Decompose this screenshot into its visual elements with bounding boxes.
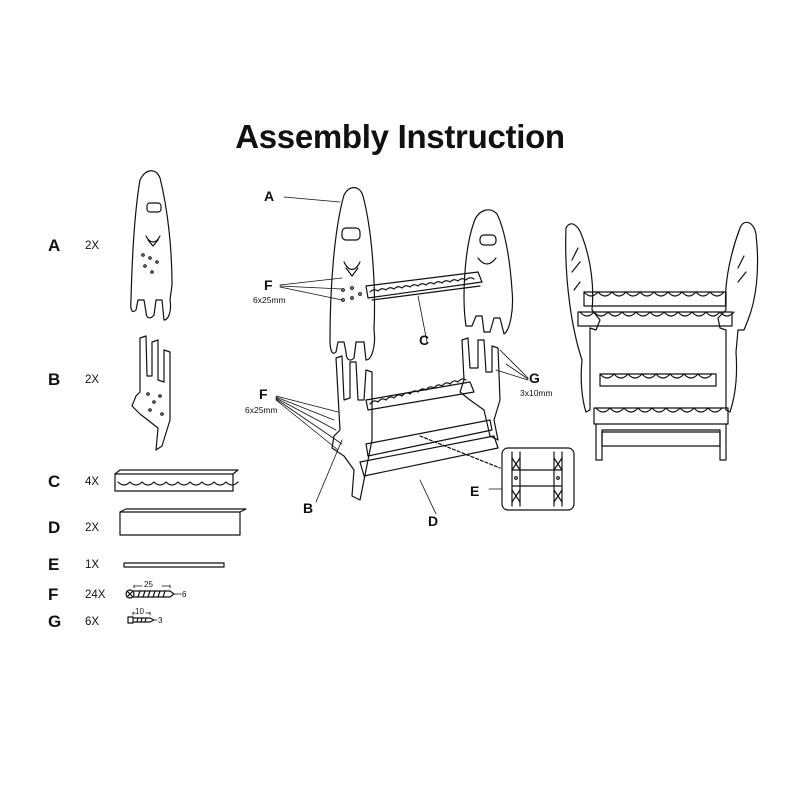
callout-g-size: 3x10mm — [520, 388, 553, 398]
assembled-rack-illustration — [565, 221, 759, 461]
detail-inset-e — [501, 447, 575, 511]
callout-f-top: F — [264, 277, 273, 293]
screw-g-length: 10 — [135, 607, 144, 616]
screw-f-diameter: 6 — [182, 590, 187, 599]
part-b-illustration — [131, 335, 171, 451]
part-qty-e: 1X — [85, 559, 100, 571]
callout-f-top-size: 6x25mm — [253, 295, 286, 305]
part-letter-b: B — [48, 370, 61, 389]
exploded-assembly-illustration — [275, 187, 529, 515]
part-letter-g: G — [48, 612, 62, 631]
callout-e: E — [470, 483, 480, 499]
part-qty-g: 6X — [85, 616, 100, 628]
part-qty-d: 2X — [85, 522, 100, 534]
part-qty-f: 24X — [85, 589, 106, 601]
page-title: Assembly Instruction — [235, 118, 565, 155]
part-letter-c: C — [48, 472, 61, 491]
callout-d: D — [428, 513, 439, 529]
part-qty-b: 2X — [85, 374, 100, 386]
screw-f-icon — [125, 584, 182, 599]
part-e-illustration — [123, 562, 225, 568]
part-d-illustration — [119, 508, 247, 536]
screw-f-length: 25 — [144, 580, 153, 589]
callout-g: G — [529, 370, 540, 386]
screw-g-icon — [127, 611, 158, 624]
part-letter-e: E — [48, 555, 60, 574]
part-qty-c: 4X — [85, 476, 100, 488]
callout-f-bottom-size: 6x25mm — [245, 405, 278, 415]
part-letter-f: F — [48, 585, 59, 604]
screw-g-diameter: 3 — [158, 616, 163, 625]
callout-b: B — [303, 500, 314, 516]
part-letter-a: A — [48, 236, 61, 255]
callout-c: C — [419, 332, 430, 348]
part-letter-d: D — [48, 518, 61, 537]
callout-a: A — [264, 188, 275, 204]
part-a-illustration — [130, 170, 173, 321]
part-qty-a: 2X — [85, 240, 100, 252]
part-c-illustration — [114, 469, 239, 492]
callout-f-bottom: F — [259, 386, 268, 402]
